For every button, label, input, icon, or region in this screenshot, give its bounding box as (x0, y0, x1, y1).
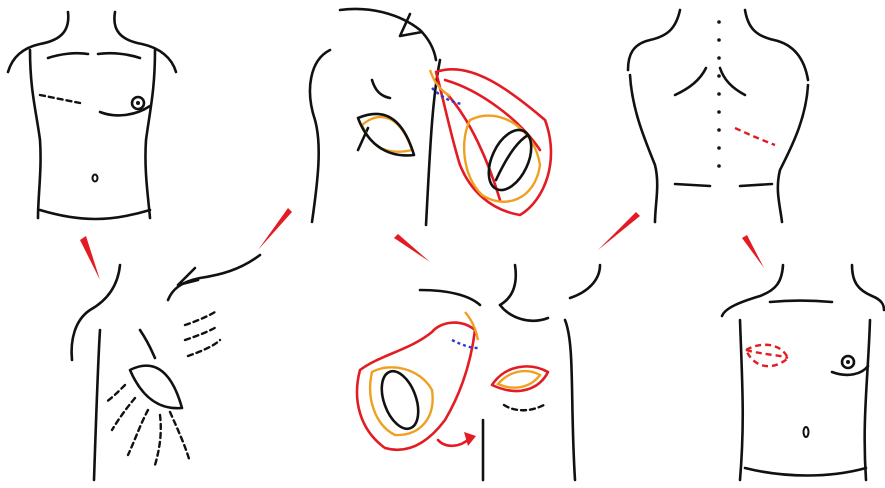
incision-line (40, 95, 80, 103)
new-breast-outline (746, 345, 788, 366)
red-wedge-arrow (598, 212, 640, 250)
panel-shoulder-flap-elevation (310, 9, 551, 225)
red-wedge-arrow (258, 208, 292, 250)
panel-torso-front-incision-plan (8, 12, 176, 219)
panel-flap-transfer-to-chest (357, 265, 600, 480)
sequence-arrows (80, 208, 764, 280)
navel-icon (93, 175, 98, 182)
donor-incision-line (735, 128, 775, 145)
red-wedge-arrow (394, 234, 430, 262)
implant-icon (480, 123, 540, 196)
spine-dots (717, 20, 721, 168)
dissection-lines (106, 312, 220, 465)
transfer-arrow (438, 438, 470, 446)
panel-chest-implant-pocket (72, 255, 260, 480)
red-wedge-arrow (80, 236, 100, 280)
panel-back-donor-site (628, 10, 808, 222)
red-wedge-arrow (742, 235, 764, 268)
navel-icon-2 (804, 427, 809, 437)
panel-reconstructed-breast-result (722, 265, 884, 480)
